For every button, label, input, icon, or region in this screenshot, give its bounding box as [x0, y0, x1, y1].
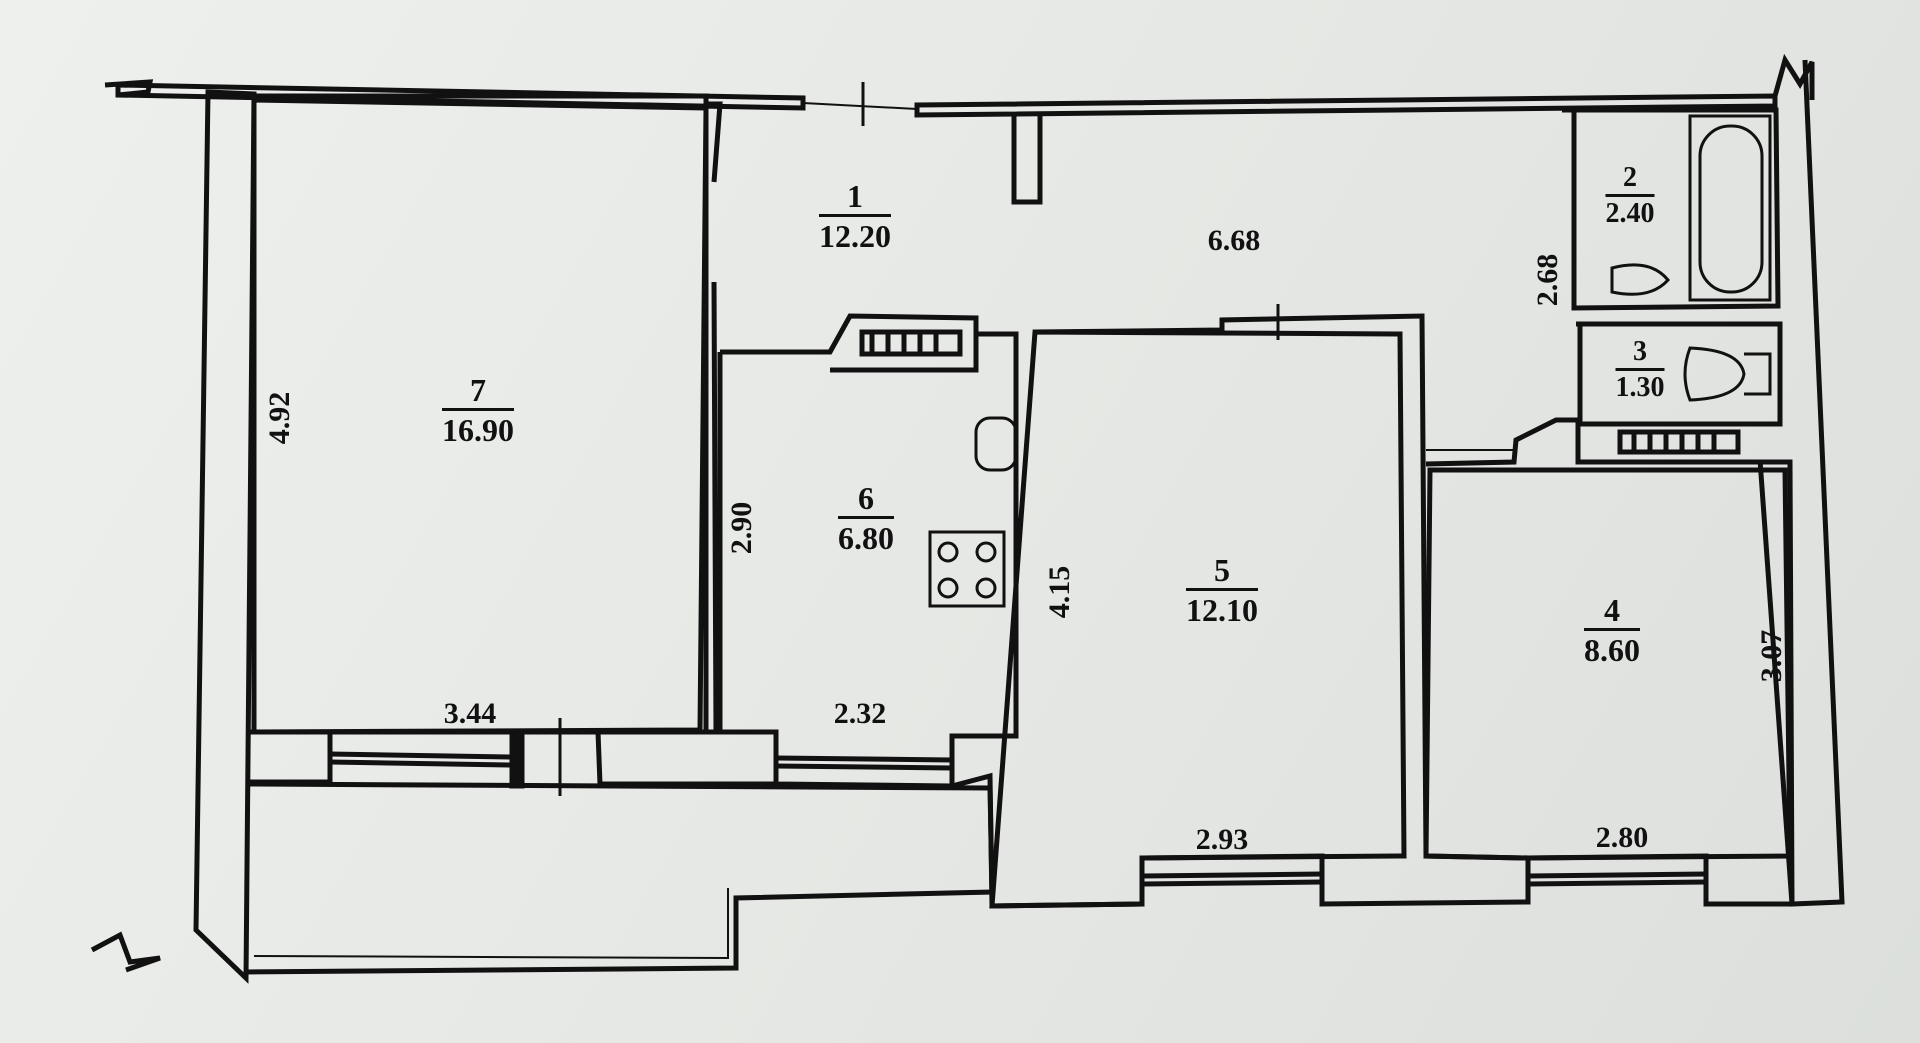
dim-hall-length: 6.68	[1207, 224, 1261, 257]
bath-tub-inner	[1698, 124, 1764, 294]
break-mark-sw	[90, 931, 161, 973]
kitchen-window	[775, 755, 953, 771]
room-2-label: 2 2.40	[1605, 164, 1655, 229]
dim-room-6-height: 2.90	[725, 501, 758, 555]
vent-lines-2	[1631, 432, 1717, 452]
room-1-label: 1 12.20	[819, 180, 891, 252]
toilet-tank	[1744, 352, 1772, 396]
room-3-label: 3 1.30	[1615, 338, 1665, 403]
room-2-number: 2	[1605, 164, 1655, 197]
room-4-window	[1527, 871, 1707, 887]
bath-walls	[1562, 107, 1781, 311]
outer-wall-west	[193, 89, 257, 984]
room-4-number: 4	[1584, 594, 1640, 631]
room-6-top	[720, 313, 979, 373]
balcony-inner	[253, 888, 729, 960]
burner-1	[937, 541, 959, 563]
vent-block	[859, 329, 963, 357]
outer-wall-east	[1757, 59, 1845, 907]
room-3-number: 3	[1615, 338, 1665, 371]
dim-room-4-width: 2.80	[1595, 821, 1649, 854]
break-mark-ne	[1772, 53, 1815, 100]
room-6-number: 6	[838, 482, 894, 519]
burner-4	[975, 577, 997, 599]
hall-stub	[1011, 112, 1043, 205]
dim-room-5-width: 2.93	[1195, 823, 1249, 856]
room-7-number: 7	[442, 374, 514, 411]
room-4-inner	[1423, 467, 1793, 861]
room-2-area: 2.40	[1605, 198, 1655, 229]
room-7-south-wall	[250, 729, 333, 785]
outer-wall-north-east	[914, 93, 1778, 118]
dim-room-7-height: 4.92	[263, 391, 296, 445]
room-4-area: 8.60	[1584, 632, 1640, 668]
room-5-window	[1141, 871, 1323, 887]
room-6-area: 6.80	[838, 520, 894, 556]
toilet	[1683, 346, 1746, 402]
bath-tub	[1688, 114, 1772, 302]
burner-2	[975, 541, 997, 563]
room-3-area: 1.30	[1615, 372, 1665, 403]
kitchen-sink	[974, 416, 1018, 472]
hall-door	[1221, 317, 1323, 321]
room-7-south-wall-2	[595, 729, 779, 787]
dim-bath-width: 2.68	[1531, 253, 1564, 307]
wall-7-hall	[706, 101, 723, 733]
room-7-door-mark	[509, 729, 525, 789]
vent-lines	[869, 332, 939, 354]
vent-block-2	[1617, 429, 1741, 455]
dim-room-5-height: 4.15	[1043, 565, 1076, 619]
room-7-label: 7 16.90	[442, 374, 514, 446]
wc-walls	[1576, 321, 1783, 427]
room-5-number: 5	[1186, 554, 1258, 591]
room-7-window	[329, 751, 511, 768]
dim-room-7-width: 3.44	[443, 697, 497, 730]
break-mark-nw	[104, 79, 154, 98]
room-5-inner	[989, 329, 1407, 909]
north-opening	[802, 102, 918, 110]
dim-room-6-width: 2.32	[833, 697, 887, 730]
room-4-walls	[1425, 417, 1795, 907]
stove	[928, 530, 1006, 608]
room-1-area: 12.20	[819, 218, 891, 254]
room-4-door	[1425, 449, 1515, 465]
balcony	[245, 781, 995, 975]
dim-room-4-height: 3.07	[1755, 629, 1788, 683]
burner-3	[937, 577, 959, 599]
room-5-area: 12.10	[1186, 592, 1258, 628]
room-5-label: 5 12.10	[1186, 554, 1258, 626]
room-6-label: 6 6.80	[838, 482, 894, 554]
room-7-area: 16.90	[442, 412, 514, 448]
sink	[1610, 263, 1670, 296]
room-4-label: 4 8.60	[1584, 594, 1640, 666]
room-1-number: 1	[819, 180, 891, 217]
